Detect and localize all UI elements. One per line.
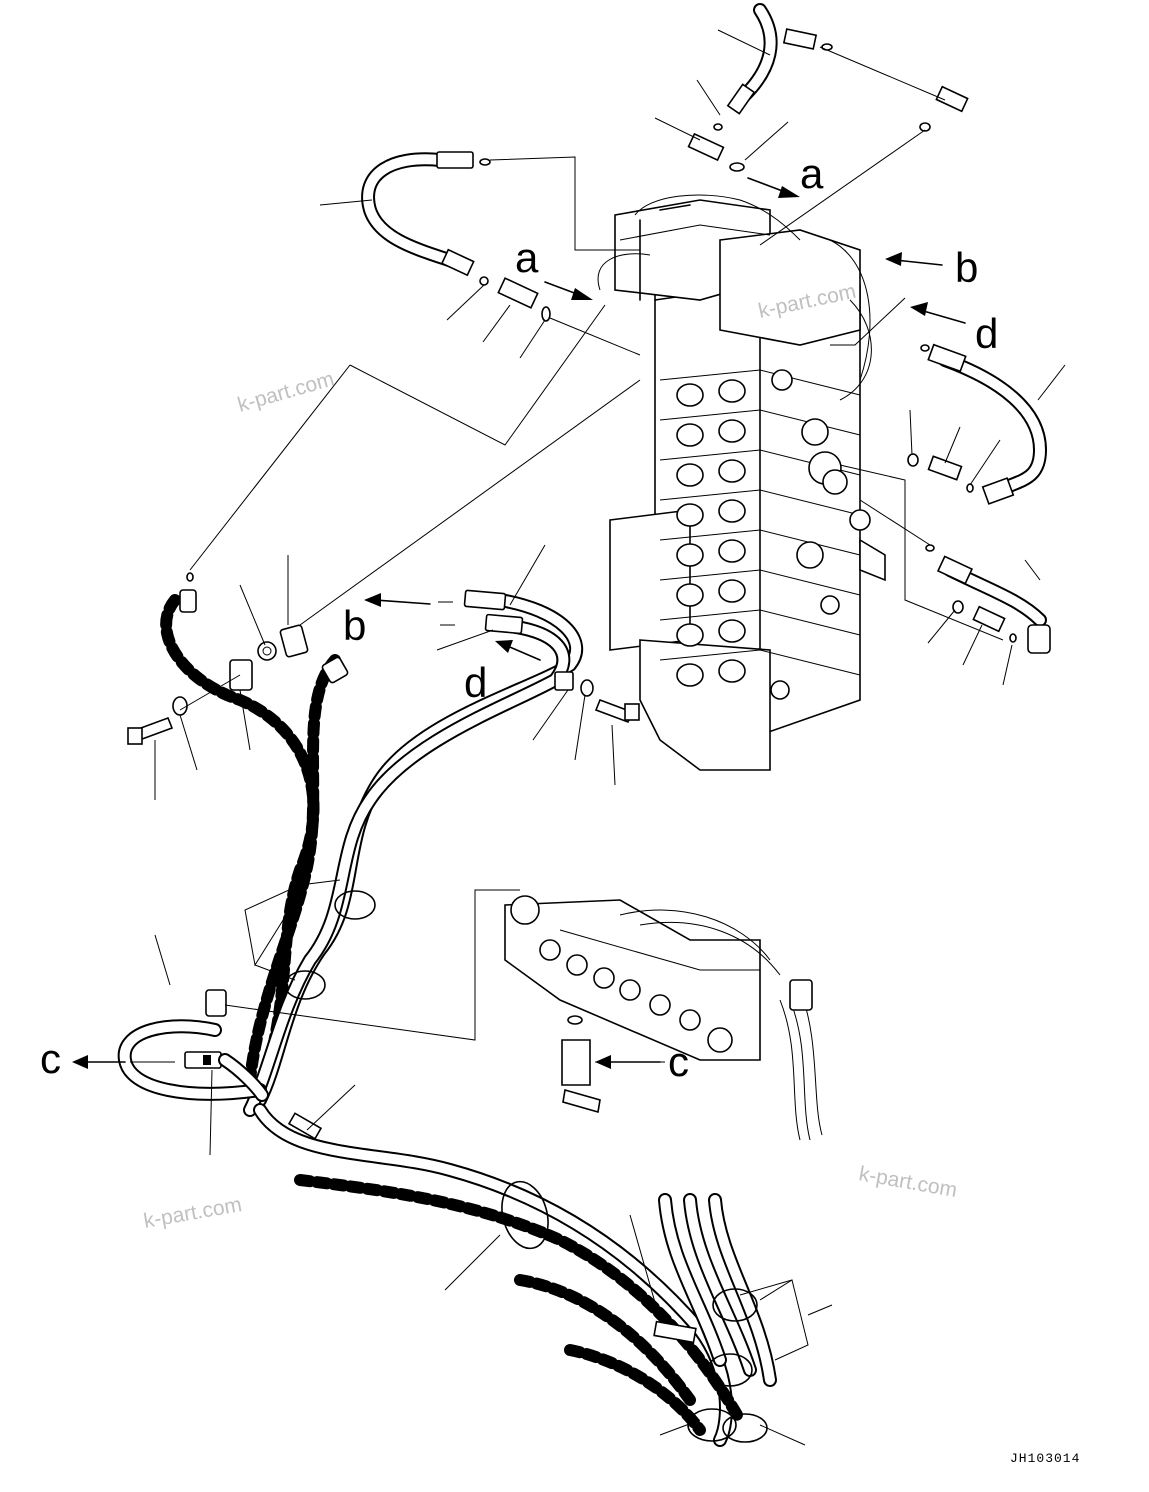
- reference-arrows: [72, 177, 966, 1069]
- valve-port: [676, 383, 704, 407]
- valve-port: [676, 583, 704, 607]
- label-d-right: d: [975, 310, 998, 357]
- valve-port: [718, 659, 746, 683]
- label-a-top: a: [800, 150, 824, 197]
- label-d-left: d: [464, 659, 487, 706]
- label-c-right: c: [668, 1038, 689, 1085]
- valve-port: [676, 543, 704, 567]
- hose-right-upper: [907, 343, 1047, 505]
- valve-port: [718, 579, 746, 603]
- valve-port: [676, 663, 704, 687]
- valve-port: [676, 423, 704, 447]
- secondary-valve-assembly: [504, 895, 823, 1141]
- valve-port: [718, 459, 746, 483]
- label-a-left: a: [515, 234, 539, 281]
- hose-top: [687, 3, 969, 172]
- valve-port: [718, 619, 746, 643]
- drawing-code: JH103014: [1010, 1451, 1080, 1466]
- control-valve-assembly: [597, 194, 886, 771]
- watermark-1: k-part.com: [235, 367, 337, 416]
- hose-right-lower: [925, 544, 1051, 654]
- valve-port: [676, 503, 704, 527]
- leader-lines: [130, 29, 1066, 1446]
- valve-port: [718, 539, 746, 563]
- valve-port: [676, 623, 704, 647]
- hose-bundle: [117, 589, 777, 1447]
- valve-port: [718, 499, 746, 523]
- valve-port: [718, 379, 746, 403]
- watermark-3: k-part.com: [857, 1162, 959, 1202]
- label-c-left: c: [40, 1035, 61, 1082]
- label-b-left: b: [343, 602, 366, 649]
- mounting-hardware: [127, 572, 640, 745]
- valve-port: [676, 463, 704, 487]
- hose-upper-left: [361, 151, 551, 322]
- valve-port: [718, 419, 746, 443]
- watermark-4: k-part.com: [142, 1193, 244, 1233]
- label-b-right: b: [955, 244, 978, 291]
